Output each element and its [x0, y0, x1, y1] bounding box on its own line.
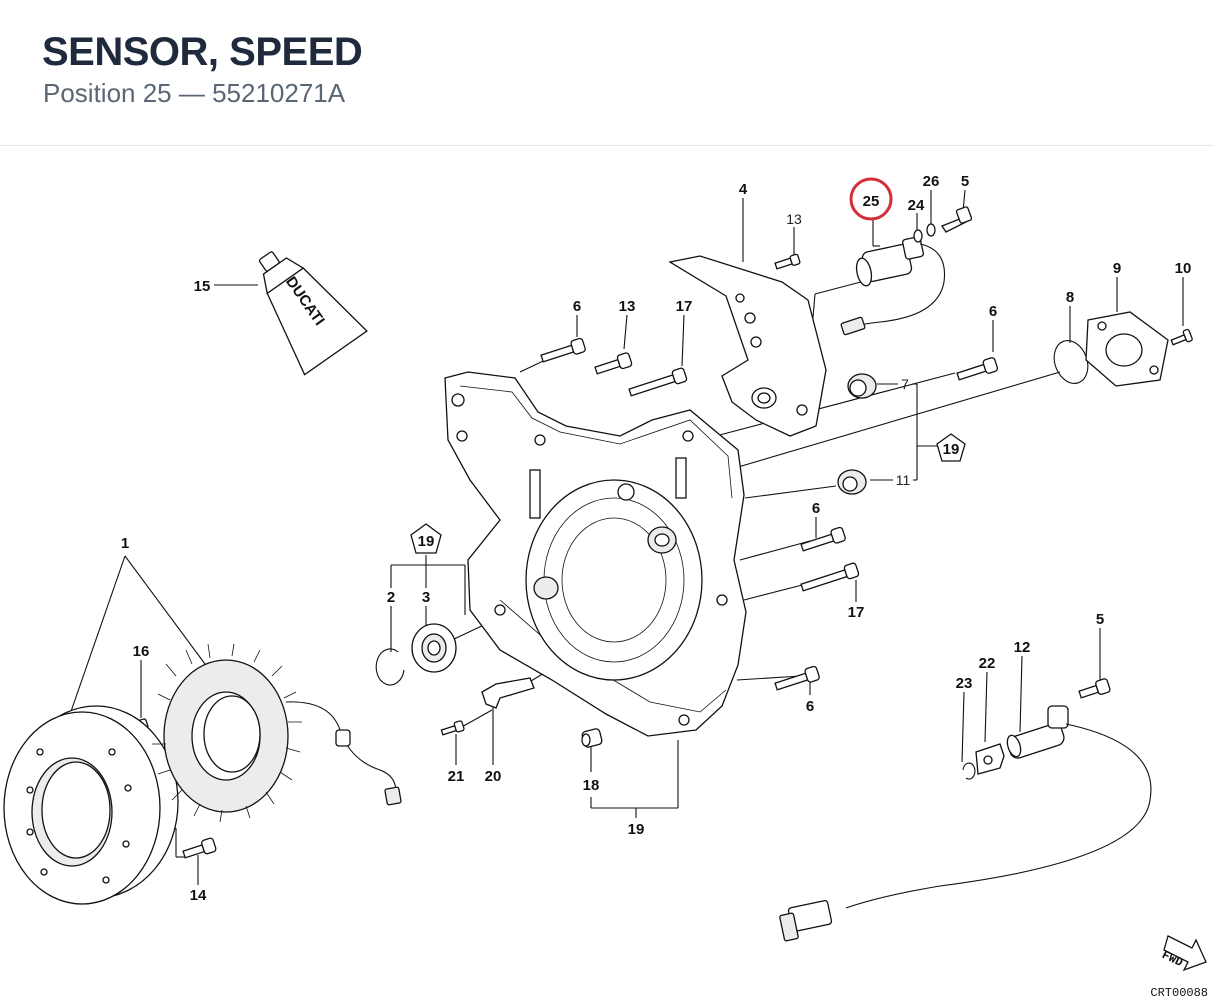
speed-sensor-part: [840, 236, 946, 336]
callout-17-top: 17: [676, 298, 693, 315]
rotor: [3, 705, 179, 905]
callout-19-right: 19: [943, 441, 960, 458]
callout-10: 10: [1175, 260, 1192, 277]
cover-housing: [444, 371, 747, 737]
callout-18: 18: [583, 777, 600, 794]
callout-26: 26: [923, 173, 940, 190]
sealant-tube: DUCATI: [258, 251, 368, 376]
callout-2: 2: [387, 589, 395, 606]
callout-14: 14: [190, 887, 207, 904]
callout-labels: 4 13 25 24 26 5 15 6 13 17 6 8 9 10 7 11…: [121, 173, 1192, 904]
stator: [152, 643, 402, 823]
callout-6-right: 6: [989, 303, 997, 320]
callout-23: 23: [956, 675, 973, 692]
callout-20: 20: [485, 768, 502, 785]
highlight-circle: [849, 177, 893, 221]
pickup-sensor: [779, 705, 1152, 942]
callout-6-top: 6: [573, 298, 581, 315]
page-header: SENSOR, SPEED Position 25 — 55210271A: [0, 0, 1214, 146]
callout-19-left: 19: [418, 533, 435, 550]
callout-17-mid: 17: [848, 604, 865, 621]
drawing-reference: CRT00088: [1150, 986, 1208, 1000]
callout-8: 8: [1066, 289, 1074, 306]
callout-13-mid: 13: [619, 298, 636, 315]
callout-9: 9: [1113, 260, 1121, 277]
callout-22: 22: [979, 655, 996, 672]
callout-19-bottom: 19: [628, 821, 645, 838]
bushings: [837, 373, 877, 495]
oring-and-cover: [1053, 311, 1169, 387]
callout-4: 4: [739, 181, 748, 198]
kit-badges: [410, 433, 966, 554]
callout-5-top: 5: [961, 173, 969, 190]
forward-arrow-icon: FWD: [1159, 935, 1207, 972]
callout-1: 1: [121, 535, 129, 552]
sensor-fasteners: [913, 206, 973, 243]
part-subtitle: Position 25 — 55210271A: [43, 78, 346, 108]
callout-13-top: 13: [786, 211, 802, 227]
callout-3: 3: [422, 589, 430, 606]
callout-6-low: 6: [806, 698, 814, 715]
exploded-parts-diagram: DUCATI: [3, 173, 1208, 1000]
circlip-and-bearing: [375, 623, 457, 686]
callout-11: 11: [896, 472, 911, 488]
callout-16: 16: [133, 643, 150, 660]
clip-and-dowel: [481, 677, 603, 748]
callout-6-mid: 6: [812, 500, 820, 517]
callout-12: 12: [1014, 639, 1031, 656]
bracket-part: [668, 255, 827, 437]
callout-21: 21: [448, 768, 465, 785]
callout-25: 25: [863, 193, 880, 210]
callout-7: 7: [901, 376, 909, 392]
callout-15: 15: [194, 278, 211, 295]
callout-5-low: 5: [1096, 611, 1104, 628]
callout-24: 24: [908, 197, 925, 214]
part-title: SENSOR, SPEED: [42, 30, 363, 74]
